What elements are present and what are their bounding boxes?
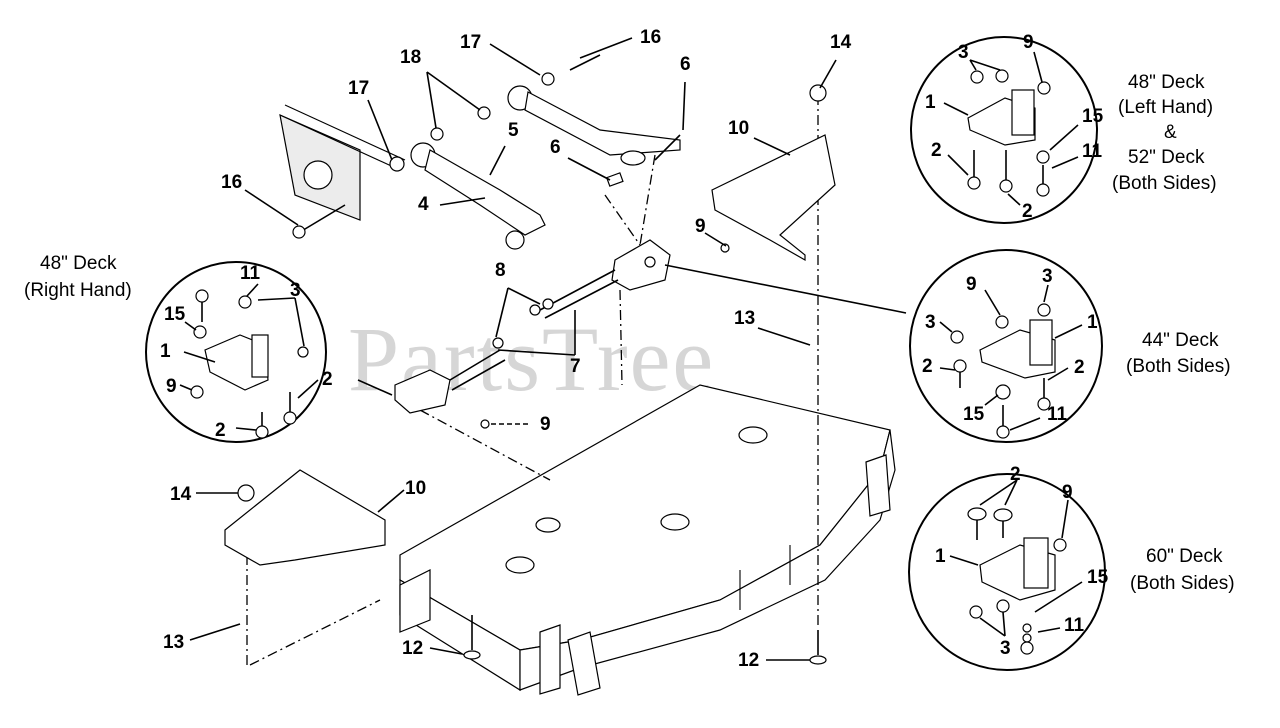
detail-60-callout-11: 11: [1064, 615, 1085, 636]
callout-10-upper: 10: [728, 118, 749, 139]
detail-60-callout-2: 2: [1010, 464, 1021, 485]
frame-bracket: [279, 104, 406, 239]
callout-16-upper: 16: [640, 27, 661, 48]
callout-13: 13: [163, 632, 184, 653]
callout-12-left: 12: [402, 638, 423, 659]
bolt-12-left: [463, 615, 481, 660]
detail-60-deck: 2 9 1 15 11 3: [908, 464, 1109, 671]
detail-48-left-hand: 3 9 1 15 2 11 2: [910, 32, 1104, 224]
detail-48r-callout-9: 9: [166, 376, 177, 397]
detail-48-right-hand: 11 3 15 1 9 2 2: [145, 261, 333, 443]
detail-48r-callout-1: 1: [160, 341, 171, 362]
detail-48l-callout-9: 9: [1023, 32, 1034, 53]
detail-48l-callout-15: 15: [1082, 106, 1104, 127]
label-44-line1: 44" Deck: [1142, 330, 1219, 351]
callout-6-upper: 6: [680, 54, 691, 75]
detail-60-callout-9: 9: [1062, 482, 1073, 503]
callout-8: 8: [495, 260, 506, 281]
detail-48l-callout-2: 2: [931, 140, 942, 161]
mower-deck: [399, 384, 896, 696]
deck-cover-top: [711, 134, 836, 262]
nut-14-top: [809, 84, 827, 102]
detail-44-callout-3-left: 3: [925, 312, 936, 333]
detail-48r-callout-11: 11: [240, 263, 261, 284]
label-48-left-line1: 48" Deck: [1128, 72, 1205, 93]
pin-6: [605, 172, 624, 187]
callout-4: 4: [418, 194, 429, 215]
bolt-12-right: [809, 630, 827, 665]
callout-17-upper: 17: [460, 32, 481, 53]
hanger-bracket-upper: [529, 239, 730, 319]
detail-48l-callout-2-lower: 2: [1022, 201, 1033, 222]
callout-10: 10: [405, 478, 426, 499]
detail-44-callout-9: 9: [966, 274, 977, 295]
lift-arm-upper: [430, 54, 681, 166]
detail-48r-callout-2: 2: [215, 420, 226, 441]
detail-48r-callout-3: 3: [290, 280, 301, 301]
label-48-left-line2: (Left Hand): [1118, 97, 1213, 118]
callout-18: 18: [400, 47, 421, 68]
detail-44-callout-2-right: 2: [1074, 357, 1085, 378]
hanger-bracket-lower: [394, 337, 506, 429]
deck-cover-left: [224, 469, 386, 566]
callout-9-lower: 9: [540, 414, 551, 435]
callout-5: 5: [508, 120, 519, 141]
detail-44-deck: 9 3 3 1 2 2 15 11: [909, 249, 1103, 443]
detail-60-callout-15: 15: [1087, 567, 1109, 588]
label-48-right-line2: (Right Hand): [24, 280, 132, 301]
callout-14: 14: [170, 484, 192, 505]
callout-13-upper: 13: [734, 308, 755, 329]
label-60-line1: 60" Deck: [1146, 546, 1223, 567]
detail-48l-callout-11: 11: [1082, 141, 1103, 162]
callout-12-right: 12: [738, 650, 759, 671]
label-48-left-line3: &: [1164, 122, 1177, 143]
detail-48r-callout-15: 15: [164, 304, 186, 325]
callout-14-upper: 14: [830, 32, 852, 53]
label-60-line2: (Both Sides): [1130, 573, 1235, 594]
label-48-right-line1: 48" Deck: [40, 253, 117, 274]
detail-44-callout-11: 11: [1047, 404, 1068, 425]
detail-44-callout-15: 15: [963, 404, 985, 425]
lift-arm-lower: [410, 142, 546, 250]
label-44-line2: (Both Sides): [1126, 356, 1231, 377]
detail-44-callout-3: 3: [1042, 266, 1053, 287]
callout-7: 7: [570, 356, 581, 377]
detail-44-callout-2: 2: [922, 356, 933, 377]
callout-16: 16: [221, 172, 242, 193]
detail-48l-callout-1: 1: [925, 92, 936, 113]
callout-9-upper: 9: [695, 216, 706, 237]
leader-lines: [189, 37, 907, 661]
callout-6: 6: [550, 137, 561, 158]
detail-48r-callout-2-right: 2: [322, 369, 333, 390]
callout-17: 17: [348, 78, 369, 99]
label-48-left-line5: (Both Sides): [1112, 173, 1217, 194]
detail-60-callout-1: 1: [935, 546, 946, 567]
main-callouts: 17 16 18 17 6 5 6 4 16 10 9 14 8 7 13 9 …: [163, 27, 852, 671]
detail-44-callout-1: 1: [1087, 312, 1098, 333]
detail-60-callout-3: 3: [1000, 638, 1011, 659]
label-48-left-line4: 52" Deck: [1128, 147, 1205, 168]
detail-48l-callout-3: 3: [958, 42, 969, 63]
